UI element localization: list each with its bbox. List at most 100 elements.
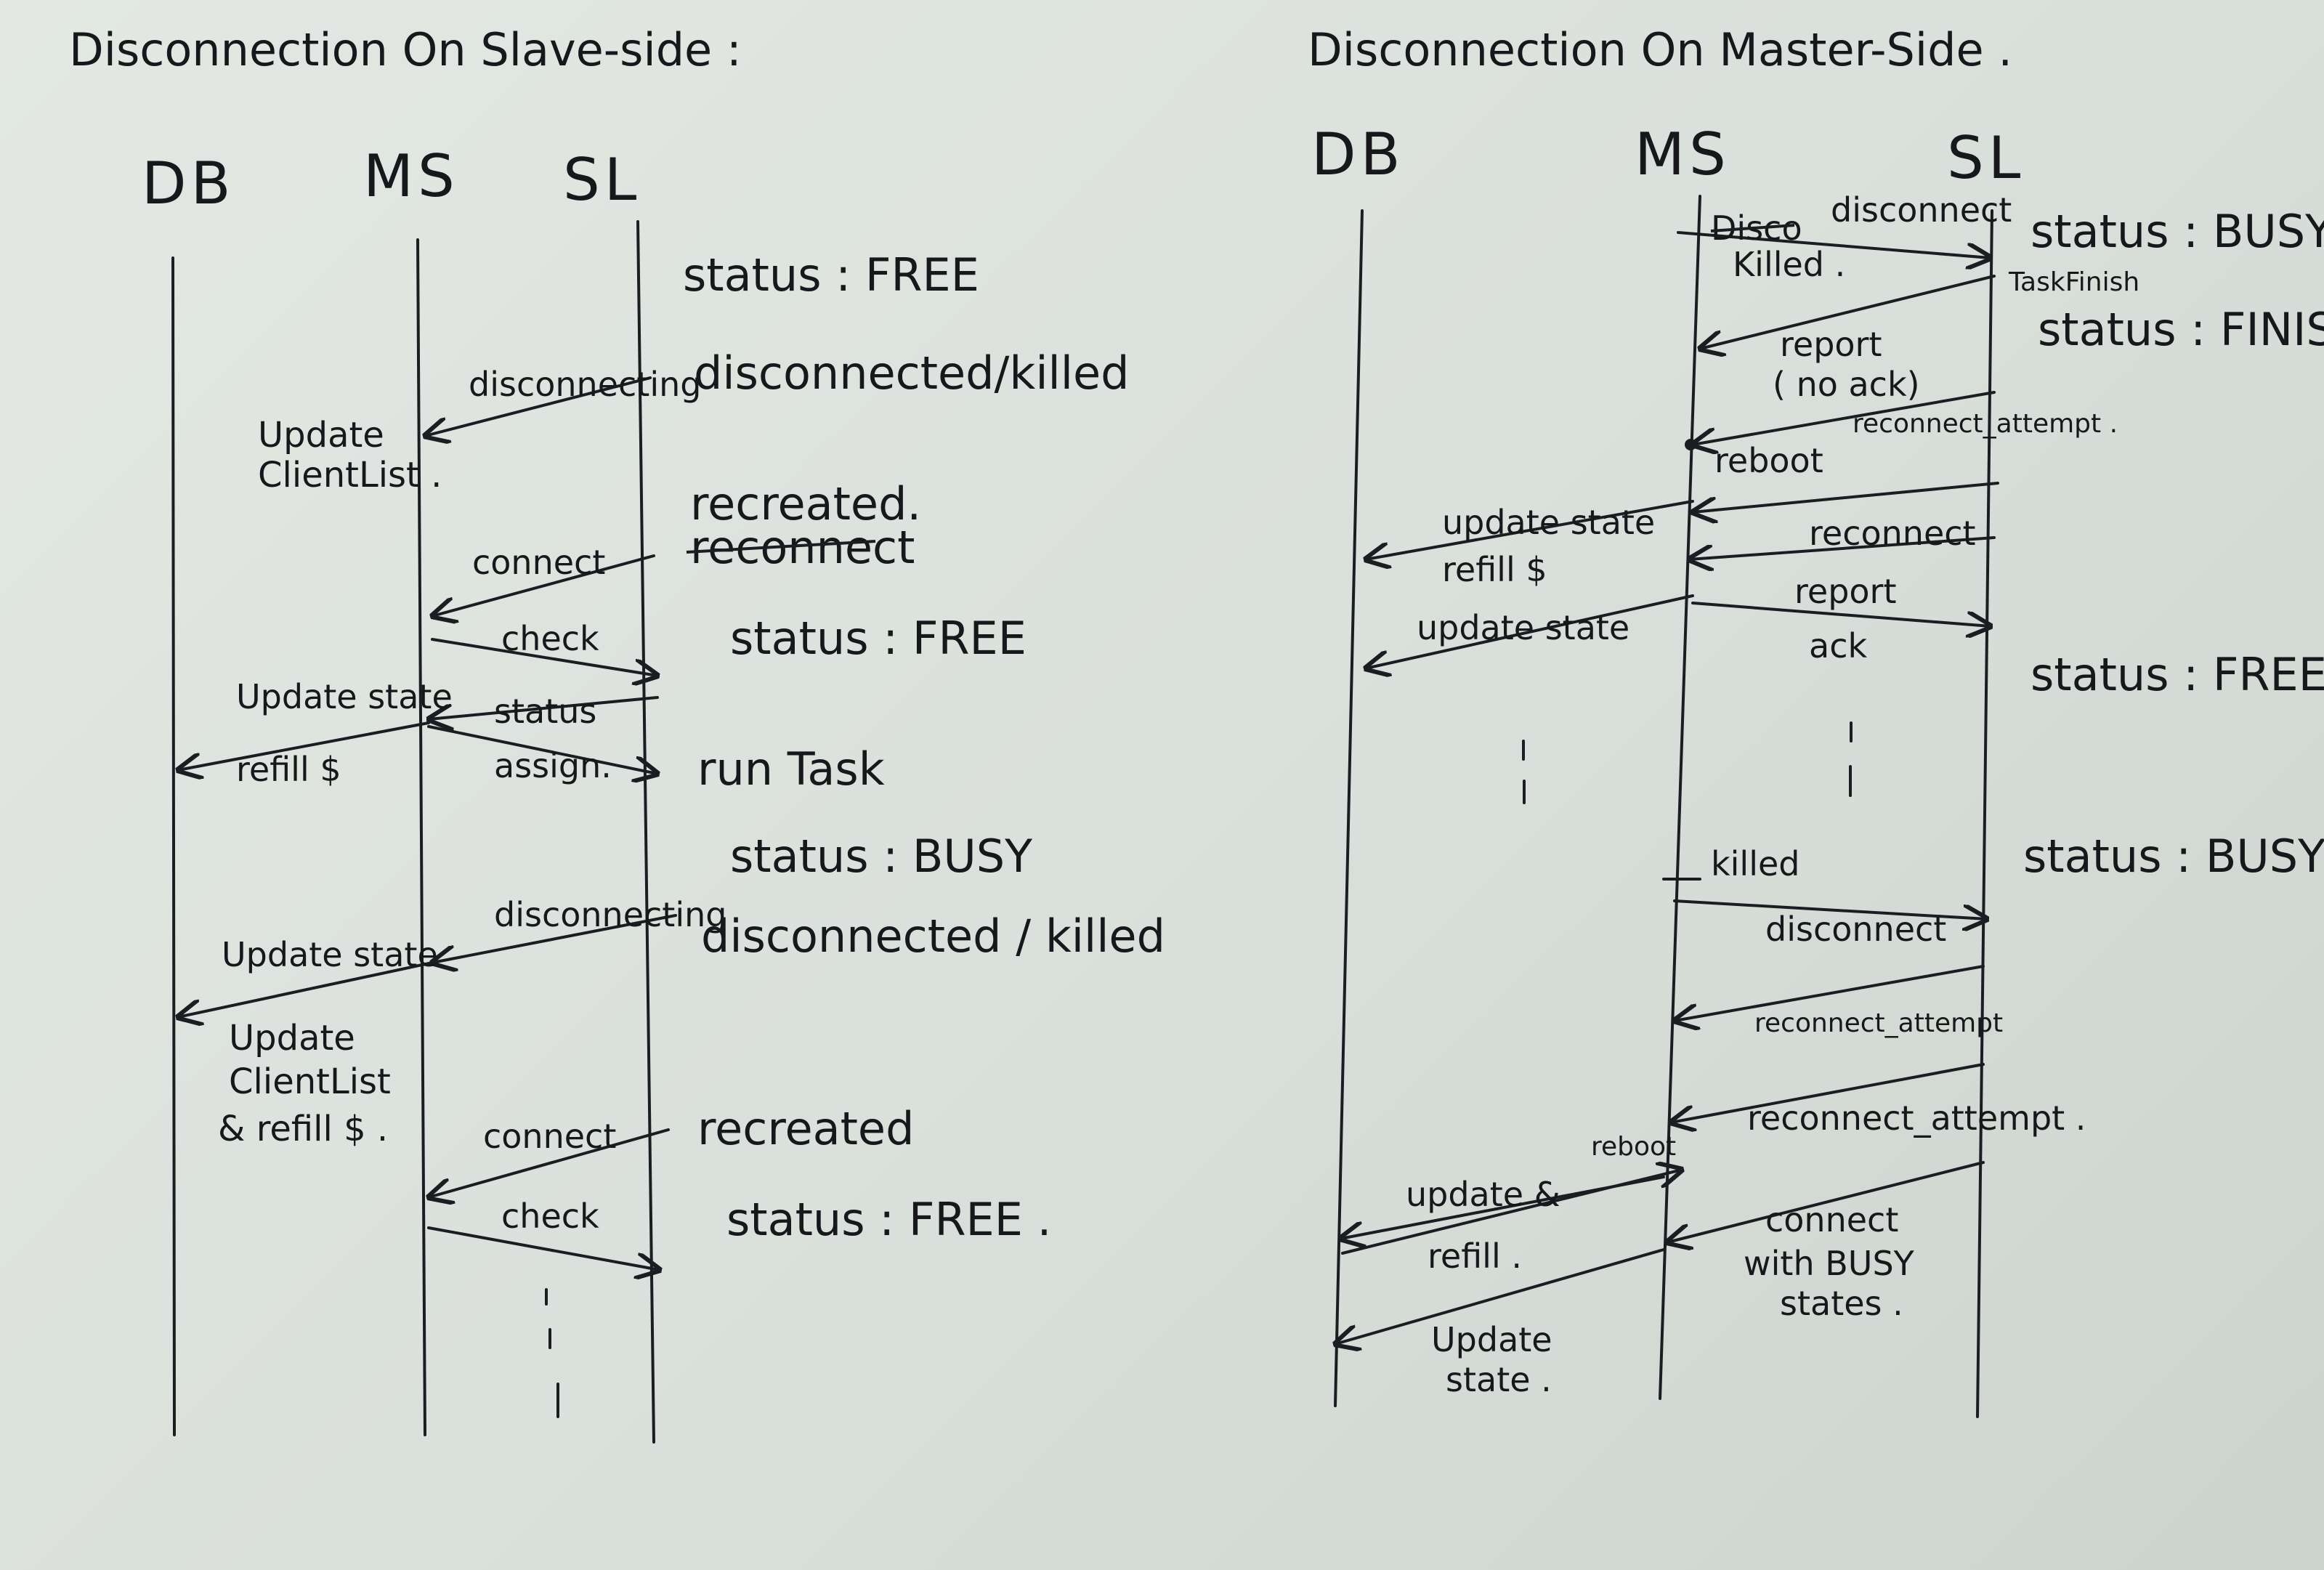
right-db-lifeline	[1334, 209, 1364, 1407]
left-state-free-1: status : FREE	[683, 248, 979, 302]
arrow	[1341, 1170, 1682, 1255]
right-arrow-update-state-2	[1366, 594, 1694, 668]
right-lane-ms-label: MS	[1635, 121, 1730, 188]
right-state-busy-1: status : BUSY	[2031, 205, 2324, 258]
right-msg-connect-busy-3: states .	[1780, 1284, 1903, 1323]
left-lane-db-label: DB	[142, 150, 235, 217]
left-note-update-1: Update	[258, 415, 384, 456]
left-arrow-update-state-1	[178, 721, 430, 770]
right-msg-disconnect-1: disconnect	[1831, 190, 2012, 230]
right-msg-killed-1: Killed .	[1733, 245, 1845, 284]
left-state-disconnected-1: disconnected/killed	[694, 347, 1130, 400]
right-msg-report-no-ack-2: ( no ack)	[1773, 365, 1920, 404]
right-msg-report-no-ack-1: report	[1780, 325, 1882, 364]
left-arrow-disconnecting-2	[432, 914, 677, 963]
left-ms-lifeline	[416, 238, 426, 1436]
right-arrow-update-state-1	[1366, 500, 1694, 559]
left-msg-update-state-2: Update state	[222, 935, 438, 974]
right-sl-lifeline	[1976, 209, 1993, 1418]
right-arrow-reconnect	[1689, 536, 1996, 559]
right-msg-ack: ack	[1809, 626, 1867, 665]
right-ms-lifeline	[1659, 195, 1701, 1400]
left-msg-disconnecting-2: disconnecting	[494, 895, 726, 934]
arrow	[1693, 482, 1999, 512]
right-title: Disconnection On Master-Side .	[1308, 23, 2012, 76]
left-state-disconnected-2: disconnected / killed	[701, 910, 1165, 963]
right-arrow-disconnect-1	[1677, 231, 1991, 258]
left-msg-update-state-1: Update state	[236, 677, 453, 716]
left-state-run-task: run Task	[697, 742, 885, 796]
right-msg-reconnect-attempt-2: reconnect_attempt	[1754, 1008, 2003, 1038]
strikethrough	[686, 540, 876, 554]
left-arrow-assign	[427, 725, 657, 774]
right-msg-refill-2: refill .	[1428, 1237, 1522, 1276]
right-diagram: Disconnection On Master-Side . DB MS SL …	[1308, 23, 2324, 1418]
right-arrow-disconnect-2	[1673, 899, 1987, 919]
left-arrow-update-state-2	[178, 961, 434, 1017]
left-arrow-check-1	[431, 638, 657, 676]
right-arrow-report-ack	[1691, 602, 1991, 626]
right-msg-update-state-2: update state	[1417, 608, 1629, 647]
left-note-clientlist-1: ClientList .	[258, 455, 442, 495]
left-sl-lifeline	[636, 220, 655, 1444]
left-msg-status: status	[494, 692, 596, 731]
left-note-clientlist-2: ClientList	[229, 1061, 391, 1102]
right-state-free: status : FREE.	[2031, 648, 2324, 701]
right-state-finished: status : FINISHED	[2038, 303, 2324, 356]
right-msg-reconnect-attempt-1: reconnect_attempt .	[1853, 409, 2118, 439]
right-msg-update-and: update &	[1406, 1175, 1560, 1214]
right-msg-update-state-3b: state .	[1446, 1360, 1552, 1399]
right-msg-update-state-1: update state	[1442, 503, 1655, 542]
left-msg-connect-2: connect	[483, 1117, 616, 1156]
right-arrow-reconnect-attempt-2	[1675, 965, 1985, 1021]
right-msg-update-state-3a: Update	[1431, 1320, 1552, 1359]
left-state-recreated-1: recreated.	[690, 477, 921, 530]
right-msg-report: report	[1794, 572, 1897, 611]
left-arrow-connect-1	[432, 554, 655, 616]
left-msg-check-1: check	[501, 619, 599, 658]
left-state-free-2: status : FREE	[730, 612, 1027, 665]
right-lane-sl-label: SL	[1947, 124, 2025, 192]
right-msg-disconnect-2: disconnect	[1765, 910, 1946, 949]
right-arrow-reconnect-attempt-1	[1693, 391, 1996, 445]
right-state-busy-2: status : BUSY	[2023, 830, 2324, 883]
right-msg-connect-busy-2: with BUSY	[1744, 1244, 1915, 1283]
right-arrow-reconnect-attempt-3	[1671, 1063, 1985, 1122]
left-arrow-status	[429, 696, 659, 719]
left-state-busy: status : BUSY	[730, 830, 1032, 883]
left-msg-disconnecting-1: disconnecting	[469, 365, 701, 404]
right-arrow-connect-busy	[1667, 1161, 1985, 1242]
left-msg-check-2: check	[501, 1197, 599, 1236]
right-arrow-report-no-ack	[1700, 275, 1996, 349]
left-lane-ms-label: MS	[363, 142, 459, 210]
left-msg-refill-1: refill $	[236, 750, 341, 789]
right-msg-connect-busy-1: connect	[1765, 1200, 1898, 1239]
left-state-recreated-2: recreated	[697, 1102, 914, 1155]
right-msg-reboot-2: reboot	[1591, 1132, 1676, 1162]
right-msg-refill: refill $	[1442, 550, 1547, 589]
right-lane-db-label: DB	[1311, 121, 1404, 188]
left-msg-assign: assign.	[494, 746, 612, 785]
junction-dot	[1685, 439, 1696, 450]
left-arrow-disconnecting-1	[425, 376, 652, 436]
strikethrough	[1710, 224, 1795, 232]
right-msg-killed-2: killed	[1711, 844, 1799, 883]
left-db-lifeline	[171, 256, 176, 1436]
left-state-free-3: status : FREE .	[726, 1193, 1051, 1246]
left-note-update-2: Update	[229, 1018, 355, 1059]
left-diagram: Disconnection On Slave-side : DB MS SL s…	[69, 23, 1165, 1444]
left-note-refill-2: & refill $ .	[218, 1109, 388, 1149]
left-state-reconnect-struck: reconnect	[690, 521, 915, 574]
left-title: Disconnection On Slave-side :	[69, 23, 742, 76]
left-lane-sl-label: SL	[563, 146, 641, 214]
left-msg-connect-1: connect	[472, 543, 605, 582]
right-arrow-update-state-3	[1335, 1248, 1665, 1344]
right-msg-reboot-1: reboot	[1714, 441, 1823, 480]
left-arrow-check-2	[427, 1226, 660, 1270]
right-msg-reconnect-attempt-3: reconnect_attempt .	[1747, 1098, 2086, 1138]
left-arrow-connect-2	[429, 1128, 670, 1197]
right-msg-reconnect: reconnect	[1809, 514, 1976, 553]
right-msg-task-finish: TaskFinish	[2008, 267, 2139, 297]
